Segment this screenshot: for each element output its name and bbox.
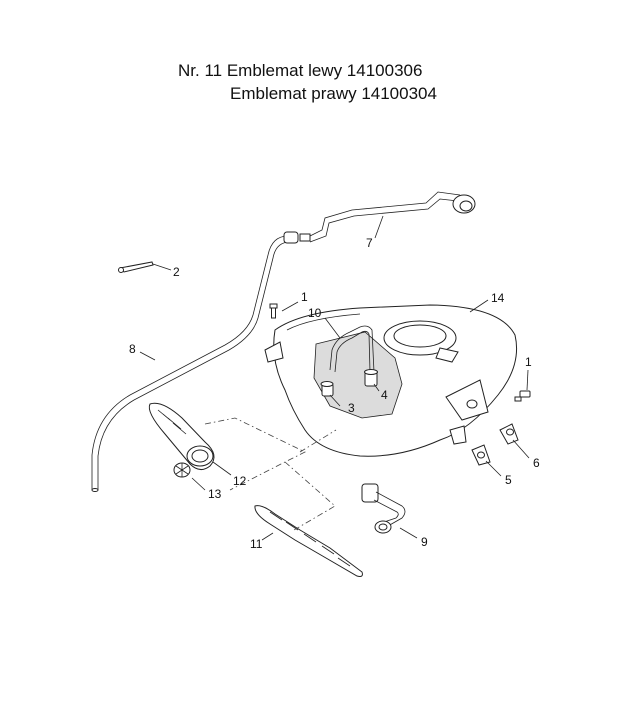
- part-3-fitting: [320, 381, 334, 397]
- callout-8: 8: [129, 342, 136, 356]
- callout-11: 11: [250, 537, 263, 551]
- part-4-fitting: [364, 369, 378, 387]
- callout-9: 9: [421, 535, 428, 549]
- part-13-emblem-insert: [173, 462, 191, 478]
- part-1-bolt-right: [514, 390, 531, 402]
- callout-6: 6: [533, 456, 540, 470]
- callout-7: 7: [366, 236, 373, 250]
- part-12-emblem-bezel: [148, 402, 215, 470]
- part-9-elbow-pipe: [361, 483, 406, 534]
- part-6-mount: [499, 423, 519, 445]
- part-5-mount: [471, 444, 491, 466]
- title-line-1: Nr. 11 Emblemat lewy 14100306: [178, 61, 423, 80]
- part-14-fuel-tank: [264, 304, 518, 457]
- callout-3: 3: [348, 401, 355, 415]
- callout-12: 12: [233, 474, 247, 488]
- callout-2: 2: [173, 265, 180, 279]
- callout-13: 13: [208, 487, 222, 501]
- callout-10: 10: [308, 306, 322, 320]
- part-7-breather-hose: [283, 191, 476, 244]
- title-line-2: Emblemat prawy 14100304: [230, 84, 437, 103]
- callout-labels: 1 2 3 4 5 6 7 8 9 10 11 12 13 14 1: [129, 236, 540, 551]
- callout-1-left: 1: [301, 290, 308, 304]
- leader-lines: [139, 215, 530, 541]
- callout-1-right: 1: [525, 355, 532, 369]
- part-11-side-emblem: [254, 505, 363, 577]
- callout-4: 4: [381, 388, 388, 402]
- part-10-internal-pipe: [329, 325, 375, 373]
- assembly-lines: [204, 417, 337, 531]
- part-8-vent-pipe: [91, 235, 291, 492]
- callout-5: 5: [505, 473, 512, 487]
- callout-14: 14: [491, 291, 505, 305]
- part-2-clip: [118, 261, 154, 273]
- part-1-bolt-left: [269, 303, 278, 319]
